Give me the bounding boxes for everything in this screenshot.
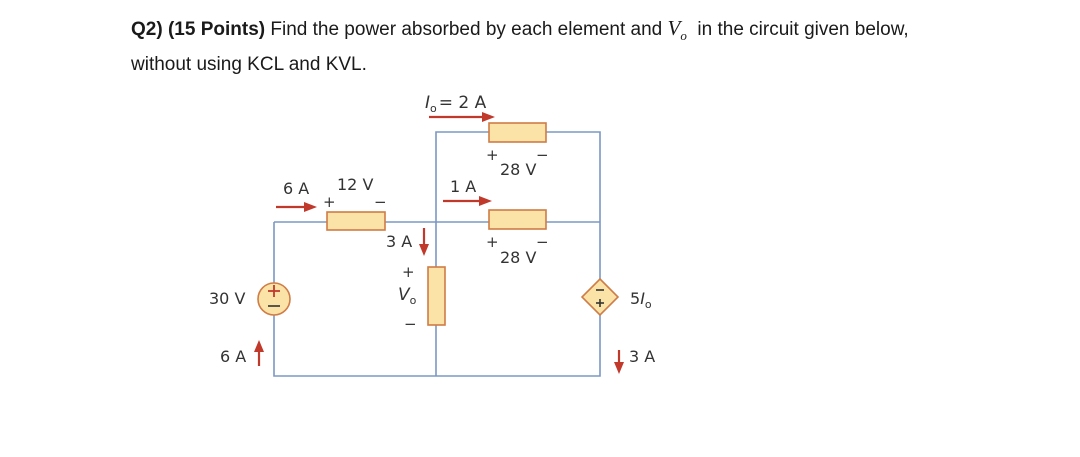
left-resistor — [326, 211, 386, 231]
question-number: Q2) — [131, 19, 163, 40]
circuit-wires — [273, 131, 601, 377]
label-mid-current: 1 A — [450, 177, 476, 196]
current-arrow-source-6a — [254, 340, 264, 366]
voltage-source — [257, 282, 291, 316]
top-resistor — [488, 122, 547, 143]
label-source-voltage: 30 V — [209, 289, 245, 308]
current-arrow-3a-down — [419, 228, 429, 256]
question-points: (15 Points) — [167, 19, 266, 40]
current-arrow-1a — [443, 196, 492, 206]
label-left-current: 6 A — [283, 179, 309, 198]
question-text: Q2) (15 Points) Find the power absorbed … — [131, 14, 1031, 79]
question-body-3: without using KCL and KVL. — [131, 54, 367, 76]
label-left-plus: + — [323, 193, 336, 211]
label-top-voltage: 28 V — [500, 160, 536, 179]
label-source-current: 6 A — [220, 347, 246, 366]
label-dep-source: 5Io — [630, 289, 652, 311]
label-right-current: 3 A — [629, 347, 655, 366]
label-vo-minus: − — [404, 315, 417, 333]
label-branch-current: 3 A — [386, 232, 412, 251]
dependent-source — [580, 277, 620, 317]
current-arrow-left-6a — [276, 202, 317, 212]
label-vo-plus: + — [402, 263, 415, 281]
label-mid-plus: + — [486, 233, 499, 251]
question-body-2: in the circuit given below, — [697, 19, 909, 40]
question-var-vo: Vo — [667, 16, 687, 44]
label-mid-minus: − — [536, 233, 549, 251]
label-mid-voltage: 28 V — [500, 248, 536, 267]
label-io: Io= 2 A — [425, 93, 487, 115]
middle-resistor — [488, 209, 547, 230]
vo-resistor — [427, 266, 446, 326]
label-top-plus: + — [486, 146, 499, 164]
current-arrow-right-3a — [614, 350, 624, 374]
question-body-1: Find the power absorbed by each element … — [270, 19, 663, 40]
label-top-minus: − — [536, 146, 549, 164]
label-left-voltage: 12 V — [337, 175, 373, 194]
label-vo: Vo — [398, 285, 417, 307]
current-arrow-io — [429, 112, 495, 122]
label-left-minus: − — [374, 193, 387, 211]
